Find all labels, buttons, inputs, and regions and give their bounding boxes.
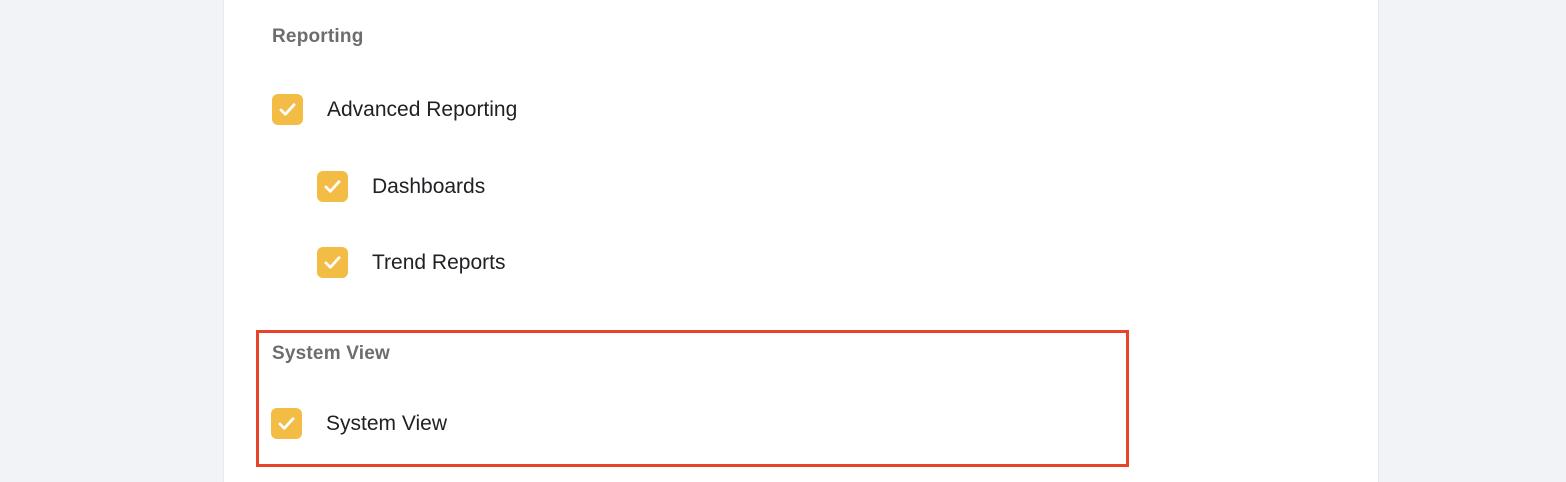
checkbox-label[interactable]: Advanced Reporting: [327, 98, 518, 121]
checkbox-label[interactable]: Trend Reports: [372, 251, 506, 274]
section-title-reporting: Reporting: [272, 26, 364, 47]
check-icon: [322, 252, 343, 273]
check-icon: [276, 413, 297, 434]
checkbox-row-trend-reports[interactable]: Trend Reports: [317, 247, 505, 278]
check-icon: [277, 99, 298, 120]
checkbox-label[interactable]: System View: [326, 412, 447, 435]
checkbox-label[interactable]: Dashboards: [372, 175, 486, 198]
check-icon: [322, 176, 343, 197]
section-title-system-view: System View: [272, 343, 391, 364]
checkbox-row-advanced-reporting[interactable]: Advanced Reporting: [272, 94, 517, 125]
checkbox-advanced-reporting[interactable]: [272, 94, 303, 125]
checkbox-system-view[interactable]: [271, 408, 302, 439]
checkbox-dashboards[interactable]: [317, 171, 348, 202]
content-card: Reporting Advanced Reporting Dashboar: [223, 0, 1379, 482]
checkbox-trend-reports[interactable]: [317, 247, 348, 278]
highlight-outline: System View System View: [256, 330, 1129, 467]
checkbox-row-system-view[interactable]: System View: [271, 408, 447, 439]
checkbox-row-dashboards[interactable]: Dashboards: [317, 171, 485, 202]
